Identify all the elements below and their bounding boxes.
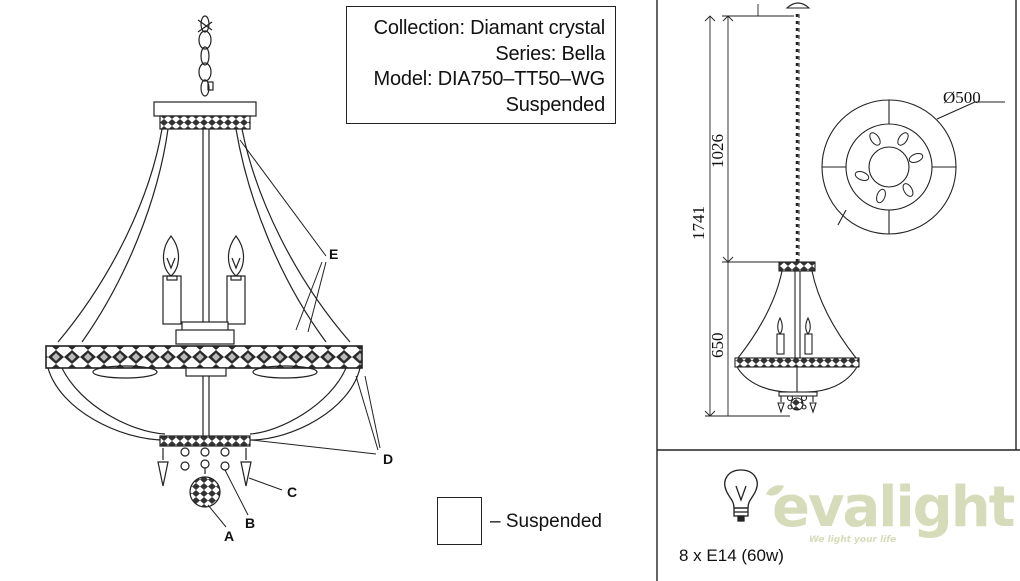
callout-c: C	[287, 484, 298, 500]
side-chain	[795, 14, 800, 262]
candle-bulb-left	[162, 235, 182, 325]
mount-type-label: Suspended	[505, 94, 606, 116]
panel-dividers	[656, 0, 1020, 581]
callout-leaders	[207, 139, 381, 528]
crystal-ball	[189, 476, 221, 508]
chain-length-label: 1026	[708, 134, 727, 168]
diameter-label: Ø500	[943, 88, 981, 107]
crystal-pendants	[157, 447, 252, 508]
front-view-chandelier	[45, 15, 381, 528]
lower-glass-bowl	[47, 367, 166, 441]
light-bulb-icon	[724, 469, 758, 522]
legend-icon-frame	[437, 497, 482, 545]
total-height-label: 1741	[689, 206, 708, 240]
legend-text: – Suspended	[490, 511, 602, 532]
info-box: Collection: Diamant crystal Series: Bell…	[346, 6, 616, 124]
side-crystal-ring	[734, 357, 860, 368]
dimension-lines	[704, 4, 794, 417]
series-label: Series: Bella	[495, 43, 605, 65]
collection-label: Collection: Diamant crystal	[373, 17, 606, 39]
bulb-spec: 8 x E14 (60w)	[679, 546, 784, 565]
callout-e: E	[329, 246, 339, 262]
brand-logo: evalight	[772, 475, 1015, 540]
side-pendants	[777, 394, 817, 414]
brand-leaf-icon	[766, 485, 784, 496]
top-view-circle	[821, 99, 1005, 235]
side-view-chandelier	[704, 2, 860, 417]
top-crystal-band	[159, 115, 251, 130]
candle-bulb-right	[226, 235, 246, 325]
bottom-plate	[159, 435, 251, 447]
top-view-bulbs	[854, 132, 924, 204]
hanging-chain	[197, 15, 214, 97]
top-canopy	[153, 101, 257, 117]
callout-d: D	[383, 451, 394, 467]
callout-b: B	[245, 515, 256, 531]
brand-tagline: We light your life	[809, 535, 897, 545]
callout-a: A	[224, 528, 235, 544]
main-crystal-ring	[45, 345, 363, 369]
model-label: Model: DIA750–TT50–WG	[373, 68, 606, 90]
upper-glass-outline	[57, 128, 163, 343]
body-height-label: 650	[708, 332, 727, 359]
